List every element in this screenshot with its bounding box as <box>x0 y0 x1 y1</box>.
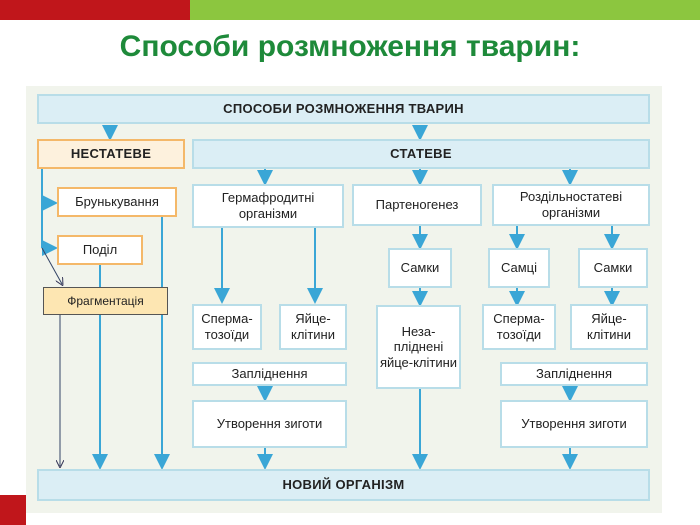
top-bar-red <box>0 0 190 20</box>
asexual-box: НЕСТАТЕВЕ <box>37 139 185 169</box>
division-box: Поділ <box>57 235 143 265</box>
budding-box: Брунькування <box>57 187 177 217</box>
dioec-fertilization-box: Запліднення <box>500 362 648 386</box>
herm-fertilization-box: Запліднення <box>192 362 347 386</box>
herm-zygote-box: Утворення зиготи <box>192 400 347 448</box>
parthenogenesis-box: Партеногенез <box>352 184 482 226</box>
dioec-eggs-box: Яйце-клітини <box>570 304 648 350</box>
dioec-females-box: Самки <box>578 248 648 288</box>
root-box: СПОСОБИ РОЗМНОЖЕННЯ ТВАРИН <box>37 94 650 124</box>
parth-unfertilized-box: Неза-пліднені яйце-клітини <box>376 305 461 389</box>
dioec-males-box: Самці <box>488 248 550 288</box>
herm-sperm-box: Сперма-тозоїди <box>192 304 262 350</box>
new-organism-box: НОВИЙ ОРГАНІЗМ <box>37 469 650 501</box>
hermaphrodite-box: Гермафродитні організми <box>192 184 344 228</box>
herm-eggs-box: Яйце-клітини <box>279 304 347 350</box>
parth-females-box: Самки <box>388 248 452 288</box>
slide-title: Способи розмноження тварин: <box>119 30 581 63</box>
dioec-zygote-box: Утворення зиготи <box>500 400 648 448</box>
arrow-to-fragmentation <box>41 247 62 284</box>
dioec-sperm-box: Сперма-тозоїди <box>482 304 556 350</box>
sexual-box: СТАТЕВЕ <box>192 139 650 169</box>
top-bar-green <box>190 0 700 20</box>
dioecious-box: Роздільностатеві організми <box>492 184 650 226</box>
fragmentation-box: Фрагментація <box>43 287 168 315</box>
corner-mark <box>0 495 26 525</box>
